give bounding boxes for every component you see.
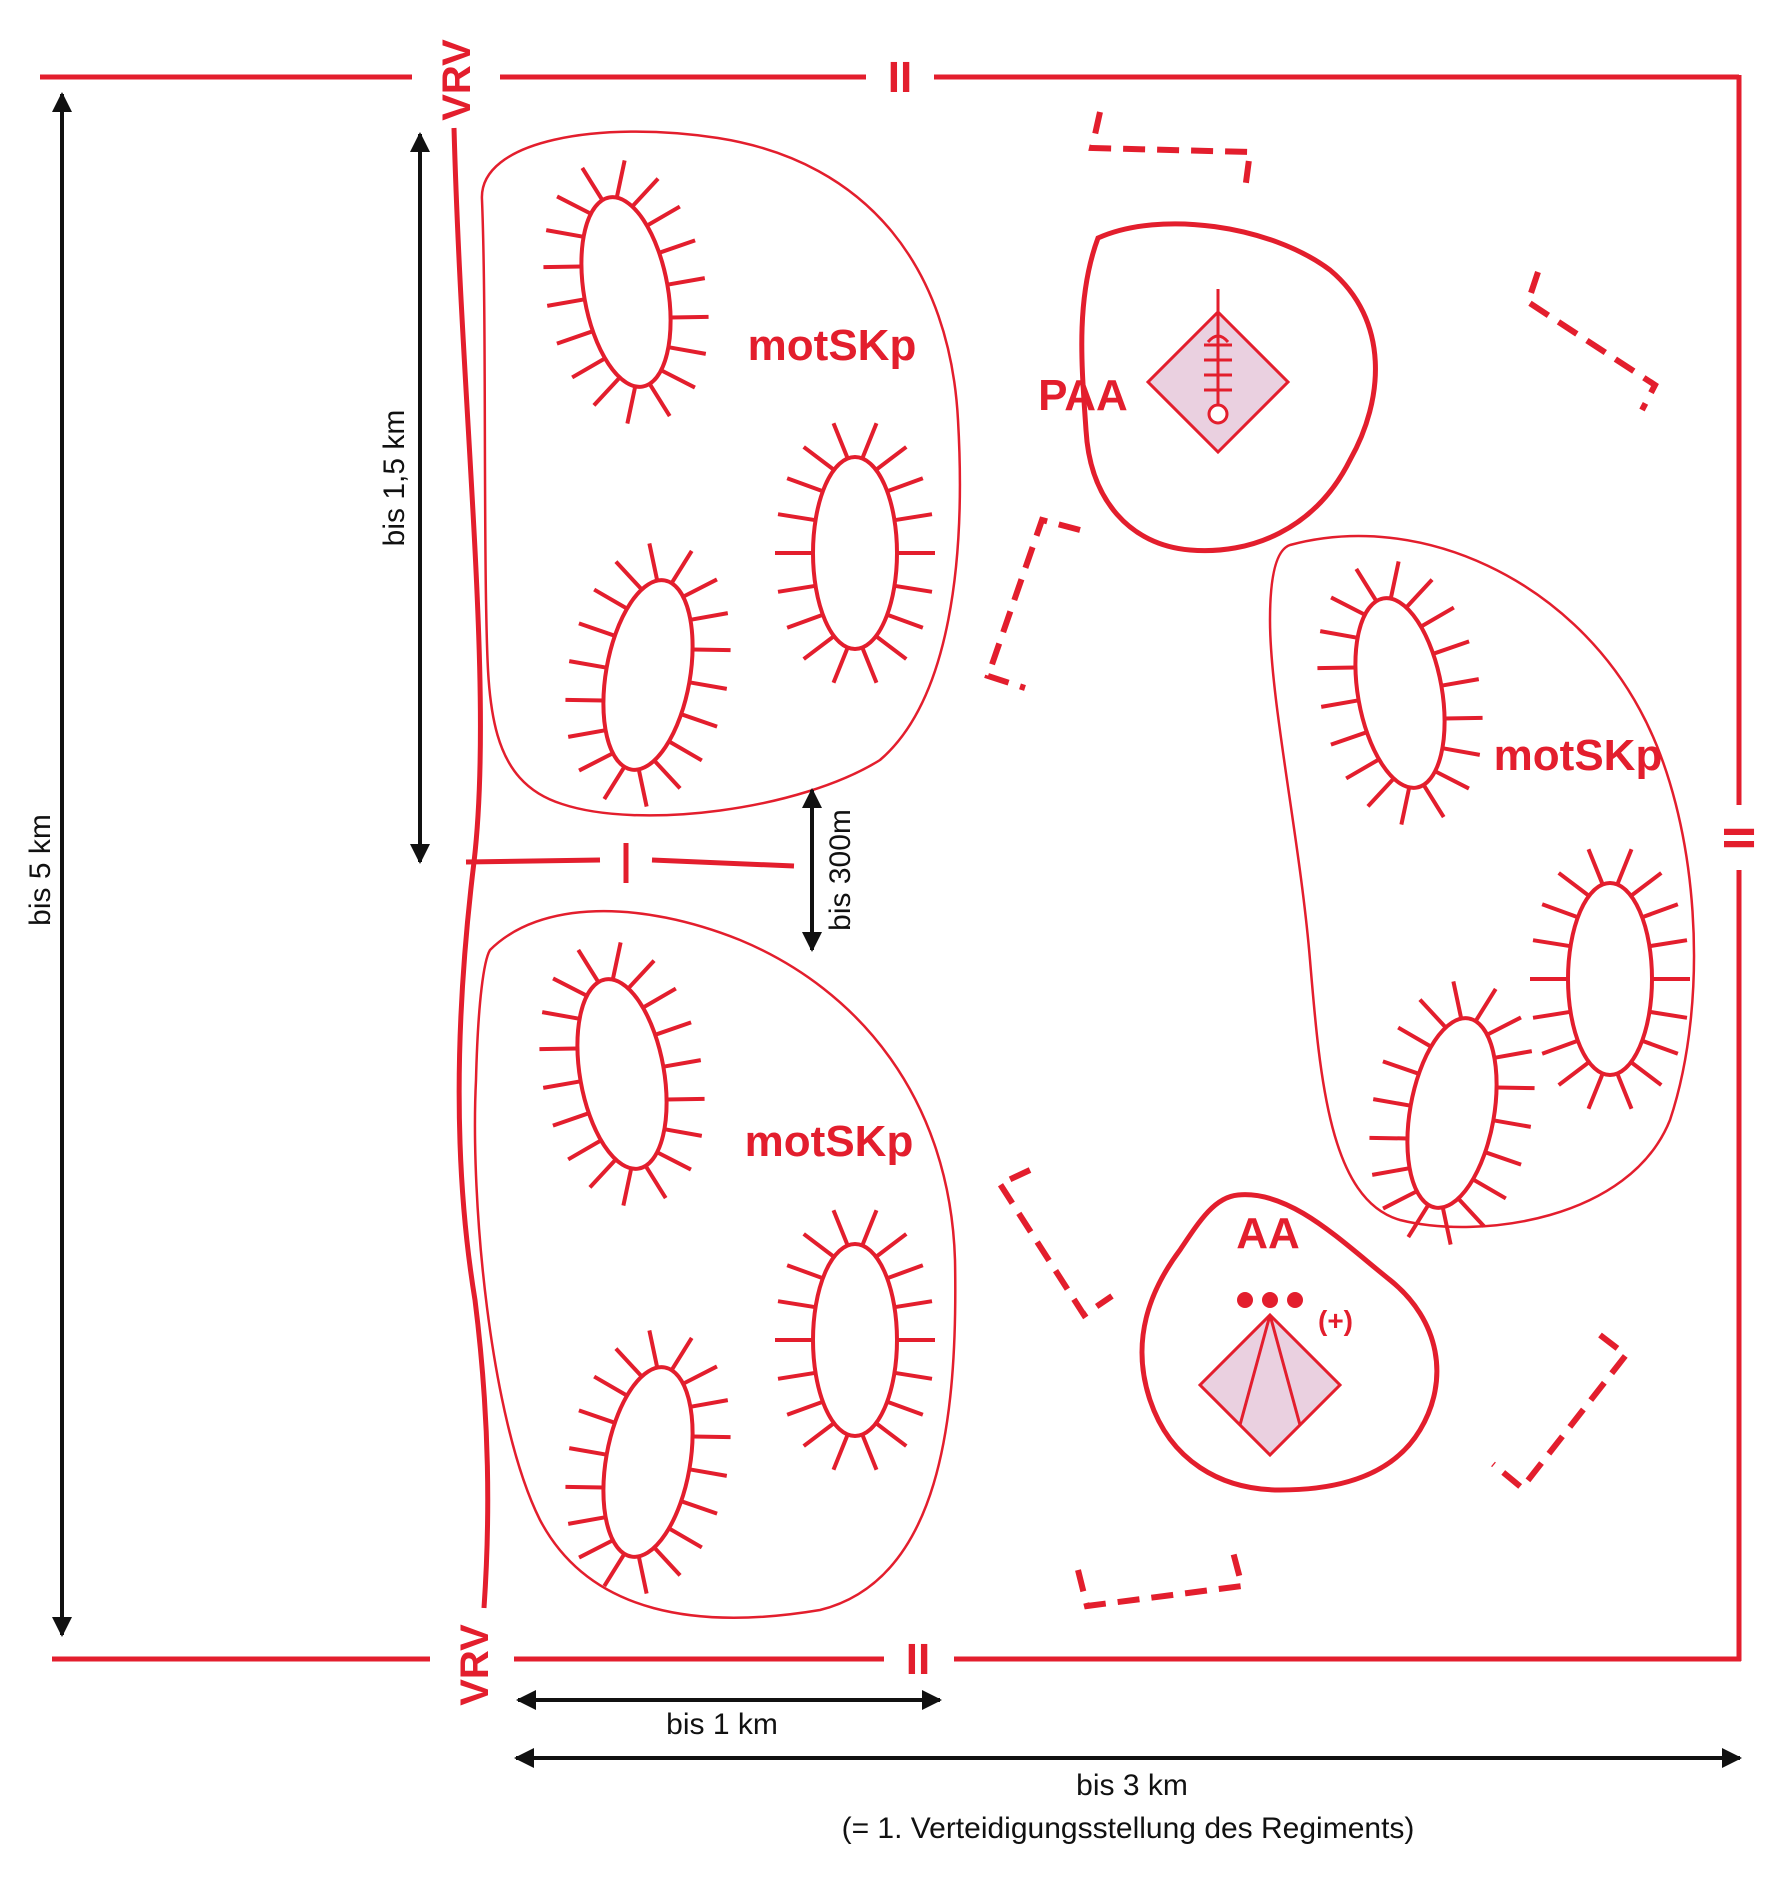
forward-edge-line xyxy=(451,127,491,1609)
paa-area xyxy=(1079,221,1378,554)
platoon-position-icon xyxy=(543,160,709,424)
company-area-bottom xyxy=(473,909,957,1619)
artillery-battery-icon xyxy=(1197,1292,1343,1458)
company-gap-label: bis 300m xyxy=(824,809,857,931)
boundary-mark-top: II xyxy=(888,53,912,102)
company-width-label: bis 1 km xyxy=(666,1708,778,1741)
svg-text:II: II xyxy=(906,1635,930,1684)
alternate-position-brackets xyxy=(984,111,1659,1610)
company-depth-label: bis 1,5 km xyxy=(378,410,411,547)
boundary-mark-bottom: II xyxy=(906,1635,930,1684)
company-area-right xyxy=(1268,534,1696,1229)
company-boundary xyxy=(465,843,795,883)
alt-position-bracket xyxy=(1524,271,1659,412)
alt-position-bracket xyxy=(1075,1551,1246,1610)
platoon-position-icon xyxy=(1369,981,1535,1245)
battalion-boundary xyxy=(40,74,1742,1662)
alt-position-bracket xyxy=(1491,1332,1631,1493)
platoon-position-icon xyxy=(565,1330,731,1594)
alt-position-bracket xyxy=(1088,111,1254,191)
air-defense-missile-icon xyxy=(1145,289,1291,455)
platoon-position-icon xyxy=(1317,561,1483,825)
alt-position-bracket xyxy=(984,516,1081,691)
platoon-position-icon xyxy=(1530,848,1690,1110)
caption: (= 1. Verteidigungsstellung des Regiment… xyxy=(842,1812,1415,1845)
alt-position-bracket xyxy=(995,1167,1114,1320)
vrv-label-bottom: VRV xyxy=(453,1624,497,1706)
platoon-position-icon xyxy=(565,543,731,807)
company-label-3: motSKp xyxy=(1494,731,1663,780)
aa-label: AA xyxy=(1236,1209,1300,1258)
total-depth-label: bis 5 km xyxy=(24,814,57,926)
total-width-label: bis 3 km xyxy=(1076,1769,1188,1802)
aa-area xyxy=(1139,1192,1440,1493)
platoon-position-icon xyxy=(775,1209,935,1471)
platoon-position-icon xyxy=(539,942,705,1206)
vrv-label-top: VRV xyxy=(435,39,479,121)
platoon-position-icon xyxy=(775,422,935,684)
svg-text:II: II xyxy=(1714,826,1763,850)
company-label-1: motSKp xyxy=(748,321,917,370)
company-label-2: motSKp xyxy=(745,1117,914,1166)
aa-modifier-label: (+) xyxy=(1318,1305,1353,1336)
svg-text:II: II xyxy=(888,53,912,102)
company-area-top xyxy=(480,130,962,817)
boundary-mark-right: II xyxy=(1714,826,1763,850)
dimension-arrows xyxy=(52,92,1742,1768)
paa-label: PAA xyxy=(1038,371,1128,420)
